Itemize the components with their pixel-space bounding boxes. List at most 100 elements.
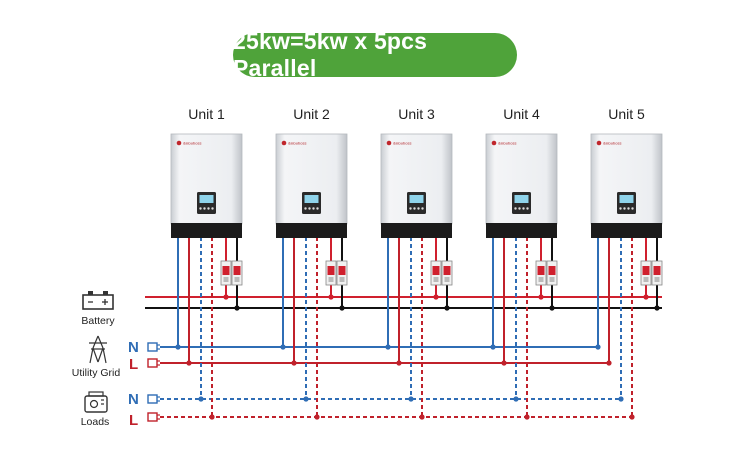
inverter-base (591, 223, 662, 238)
inverter-base (276, 223, 347, 238)
junction-dot (385, 344, 391, 350)
junction-dot (303, 396, 309, 402)
junction-dot (186, 360, 192, 366)
junction-dot (419, 414, 425, 420)
unit-label: Unit 1 (188, 106, 225, 122)
source-legend: Battery Utility Grid Loads N L N L (72, 291, 139, 429)
junction-dot (280, 344, 286, 350)
grid-l-plug (147, 358, 158, 368)
junction-dot (328, 294, 334, 300)
junction-dot (654, 305, 660, 311)
breaker-switch (338, 266, 346, 275)
breaker-switch (642, 266, 650, 275)
breaker-switch (653, 266, 661, 275)
panel-button-icon (631, 207, 634, 210)
junction-dot (490, 344, 496, 350)
junction-dot (175, 344, 181, 350)
loads-n-plug (147, 394, 158, 404)
brand-text: datouboss (603, 141, 621, 146)
breaker-terminal (549, 277, 555, 282)
breaker-switch (537, 266, 545, 275)
panel-button-icon (316, 207, 319, 210)
junction-dot (291, 360, 297, 366)
breakers (220, 260, 663, 286)
brand-logo-icon (596, 140, 602, 146)
unit-label: Unit 5 (608, 106, 645, 122)
unit-label: Unit 3 (398, 106, 435, 122)
junction-dot (433, 294, 439, 300)
grid-l-label: L (129, 356, 138, 373)
junction-dot (223, 294, 229, 300)
junction-dot (606, 360, 612, 366)
panel-button-icon (417, 207, 420, 210)
breaker-terminal (433, 277, 439, 282)
breaker-switch (432, 266, 440, 275)
battery-icon (82, 291, 114, 310)
junction-dot (618, 396, 624, 402)
panel-button-icon (627, 207, 630, 210)
breaker-switch (327, 266, 335, 275)
panel-button-icon (312, 207, 315, 210)
junction-dot (549, 305, 555, 311)
inverter-base (381, 223, 452, 238)
panel-button-icon (514, 207, 517, 210)
grid-n-label: N (128, 339, 139, 356)
utility-tower-icon (89, 335, 107, 364)
breaker-terminal (654, 277, 660, 282)
breaker-terminal (444, 277, 450, 282)
breaker-terminal (643, 277, 649, 282)
brand-logo-icon (491, 140, 497, 146)
breaker-terminal (538, 277, 544, 282)
panel-button-icon (526, 207, 529, 210)
brand-logo-icon (176, 140, 182, 146)
lcd-screen (409, 195, 424, 203)
loads-icon (84, 391, 108, 413)
battery-label: Battery (81, 315, 115, 327)
junction-dot (314, 414, 320, 420)
lcd-screen (304, 195, 319, 203)
junction-dot (524, 414, 530, 420)
lcd-screen (619, 195, 634, 203)
panel-button-icon (308, 207, 311, 210)
panel-button-icon (619, 207, 622, 210)
breaker-terminal (223, 277, 229, 282)
breaker-terminal (234, 277, 240, 282)
junction-dot (396, 360, 402, 366)
junction-dot (209, 414, 215, 420)
unit-label: Unit 4 (503, 106, 540, 122)
panel-button-icon (413, 207, 416, 210)
breaker-switch (222, 266, 230, 275)
inverter-base (486, 223, 557, 238)
brand-text: datouboss (183, 141, 201, 146)
lcd-screen (514, 195, 529, 203)
panel-button-icon (522, 207, 525, 210)
brand-text: datouboss (498, 141, 516, 146)
breaker-switch (233, 266, 241, 275)
junction-dot (198, 396, 204, 402)
breaker-terminal (328, 277, 334, 282)
junction-dot (595, 344, 601, 350)
junction-dot (538, 294, 544, 300)
panel-button-icon (203, 207, 206, 210)
panel-button-icon (207, 207, 210, 210)
breaker-terminal (339, 277, 345, 282)
breaker-switch (548, 266, 556, 275)
lcd-screen (199, 195, 214, 203)
panel-button-icon (199, 207, 202, 210)
brand-text: datouboss (288, 141, 306, 146)
panel-button-icon (518, 207, 521, 210)
breaker-switch (443, 266, 451, 275)
utility-grid-label: Utility Grid (72, 367, 121, 379)
junction-dot (339, 305, 345, 311)
junction-dot (643, 294, 649, 300)
brand-logo-icon (386, 140, 392, 146)
panel-button-icon (409, 207, 412, 210)
wires (145, 237, 662, 422)
junction-dot (444, 305, 450, 311)
junction-dot (629, 414, 635, 420)
junction-dot (234, 305, 240, 311)
inverter-base (171, 223, 242, 238)
panel-button-icon (421, 207, 424, 210)
